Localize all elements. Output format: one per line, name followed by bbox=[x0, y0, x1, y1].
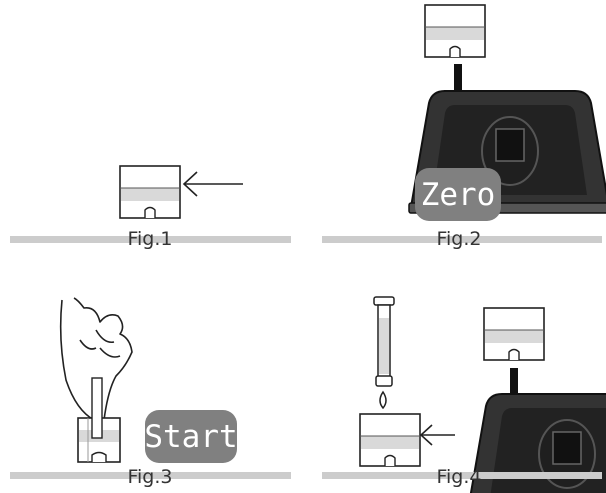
figure-label: Fig.1 bbox=[127, 228, 172, 250]
cuvette-icon bbox=[483, 307, 545, 361]
start-button-label: Start bbox=[144, 419, 237, 455]
divider-bar bbox=[322, 236, 602, 243]
divider-bar bbox=[10, 472, 291, 479]
hand-holding-cuvette-icon bbox=[59, 297, 133, 421]
cuvette-icon bbox=[424, 4, 486, 58]
cuvette-icon bbox=[119, 165, 181, 219]
zero-button-label: Zero bbox=[421, 177, 496, 213]
left-arrow-icon bbox=[182, 171, 243, 197]
pipette-icon bbox=[373, 296, 395, 387]
figure-1: Fig.1 bbox=[10, 165, 291, 250]
figure-label: Fig.3 bbox=[127, 466, 172, 488]
cuvette-icon bbox=[359, 413, 421, 467]
figure-label: Fig.4 bbox=[436, 466, 481, 488]
zero-button[interactable]: Zero bbox=[415, 168, 501, 221]
start-button[interactable]: Start bbox=[144, 410, 238, 463]
figure-3: Start Fig.3 bbox=[10, 297, 291, 488]
cuvette-in-hand-icon bbox=[77, 377, 121, 463]
left-arrow-icon bbox=[419, 424, 455, 446]
figure-2: Zero Fig.2 bbox=[322, 4, 606, 250]
divider-bar bbox=[10, 236, 291, 243]
figure-label: Fig.2 bbox=[436, 228, 481, 250]
divider-bar bbox=[322, 472, 602, 479]
figure-4: Fig.4 bbox=[322, 296, 606, 493]
droplet-icon bbox=[379, 390, 387, 410]
